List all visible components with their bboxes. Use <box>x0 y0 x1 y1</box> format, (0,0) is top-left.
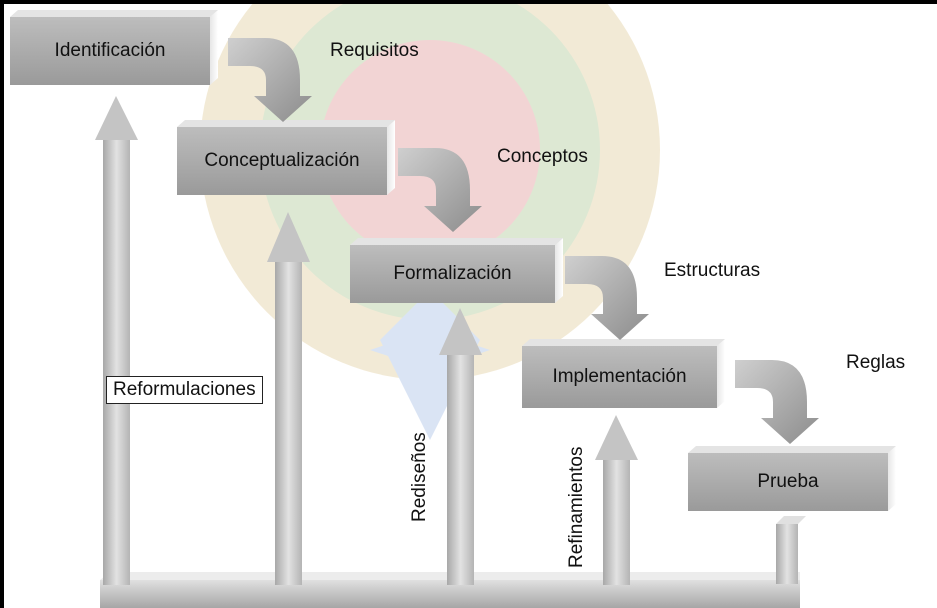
stage-box-identificacion <box>10 10 218 85</box>
stage-identificacion-label: Identificación <box>54 40 166 61</box>
feedback-arrow-formalizacion <box>439 308 482 585</box>
stage-conceptualizacion-label: Conceptualización <box>204 150 360 171</box>
stage-prueba: Prueba <box>688 453 888 511</box>
stage-formalizacion: Formalización <box>350 245 555 303</box>
feedback-arrow-identificacion <box>95 96 138 585</box>
feedback-arrow-conceptualizacion <box>267 212 310 585</box>
feedback-reformulaciones-label: Reformulaciones <box>106 376 263 404</box>
stage-implementacion-label: Implementación <box>552 366 687 387</box>
curved-arrow-requisitos <box>228 38 312 122</box>
stage-conceptualizacion: Conceptualización <box>177 127 387 195</box>
feedback-arrow-implementacion <box>595 415 638 585</box>
curved-arrow-reglas <box>735 360 819 444</box>
stage-box-formalizacion <box>350 238 563 303</box>
feedback-riser-prueba <box>776 516 806 584</box>
output-requisitos-label: Requisitos <box>330 40 419 61</box>
output-conceptos-label: Conceptos <box>497 146 588 167</box>
stage-prueba-label: Prueba <box>757 471 819 492</box>
stage-formalizacion-label: Formalización <box>393 263 512 284</box>
curved-arrow-estructuras <box>565 256 649 340</box>
stage-box-conceptualizacion <box>177 120 395 195</box>
stage-identificacion: Identificación <box>10 17 210 85</box>
output-reglas-label: Reglas <box>846 352 906 373</box>
output-estructuras-label: Estructuras <box>664 260 761 281</box>
stage-box-prueba <box>688 446 896 511</box>
stage-implementacion: Implementación <box>522 346 717 408</box>
curved-arrow-conceptos <box>398 148 482 232</box>
stage-box-implementacion <box>522 339 725 408</box>
